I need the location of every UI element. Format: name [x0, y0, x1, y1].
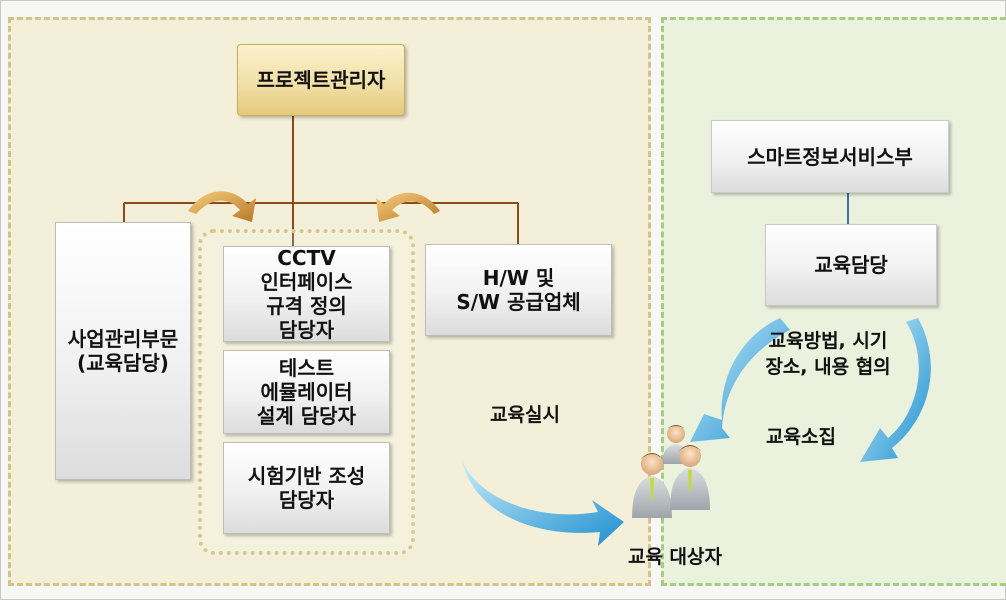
- cctv-role-box: CCTV 인터페이스 규격 정의 담당자: [223, 246, 390, 342]
- project-manager-box: 프로젝트관리자: [237, 44, 405, 116]
- test-role-box: 테스트 에뮬레이터 설계 담당자: [223, 350, 390, 434]
- testbed-role-box: 시험기반 조성 담당자: [223, 442, 390, 534]
- person-group-icon: [632, 425, 710, 518]
- smart-dept-box: 스마트정보서비스부: [711, 120, 949, 193]
- testbed-role-label: 시험기반 조성 담당자: [247, 464, 366, 512]
- conduct-text: 교육실시: [490, 404, 560, 426]
- cctv-role-label: CCTV 인터페이스 규격 정의 담당자: [260, 246, 353, 342]
- curved-arrow-icon: [690, 318, 790, 442]
- curved-arrow-icon: [462, 460, 624, 546]
- curved-arrow-icon: [860, 318, 931, 462]
- supplier-label: H/W 및 S/W 공급업체: [456, 266, 581, 314]
- edu-manager-label: 교육담당: [814, 253, 888, 277]
- smart-dept-label: 스마트정보서비스부: [747, 144, 913, 169]
- curved-arrow-icon: [376, 192, 440, 222]
- business-dept-label: 사업관리부문 (교육담당): [67, 327, 179, 375]
- target-text: 교육 대상자: [627, 546, 722, 568]
- supplier-box: H/W 및 S/W 공급업체: [425, 244, 612, 336]
- edu-manager-box: 교육담당: [765, 224, 937, 306]
- business-dept-box: 사업관리부문 (교육담당): [55, 222, 191, 480]
- curved-arrow-icon: [188, 191, 256, 222]
- org-connector-lines: [123, 116, 519, 246]
- project-manager-label: 프로젝트관리자: [256, 68, 386, 92]
- test-role-label: 테스트 에뮬레이터 설계 담당자: [257, 356, 356, 428]
- consult-text: 교육방법, 시기 장소, 내용 협의: [765, 330, 891, 378]
- recruit-text: 교육소집: [766, 426, 836, 448]
